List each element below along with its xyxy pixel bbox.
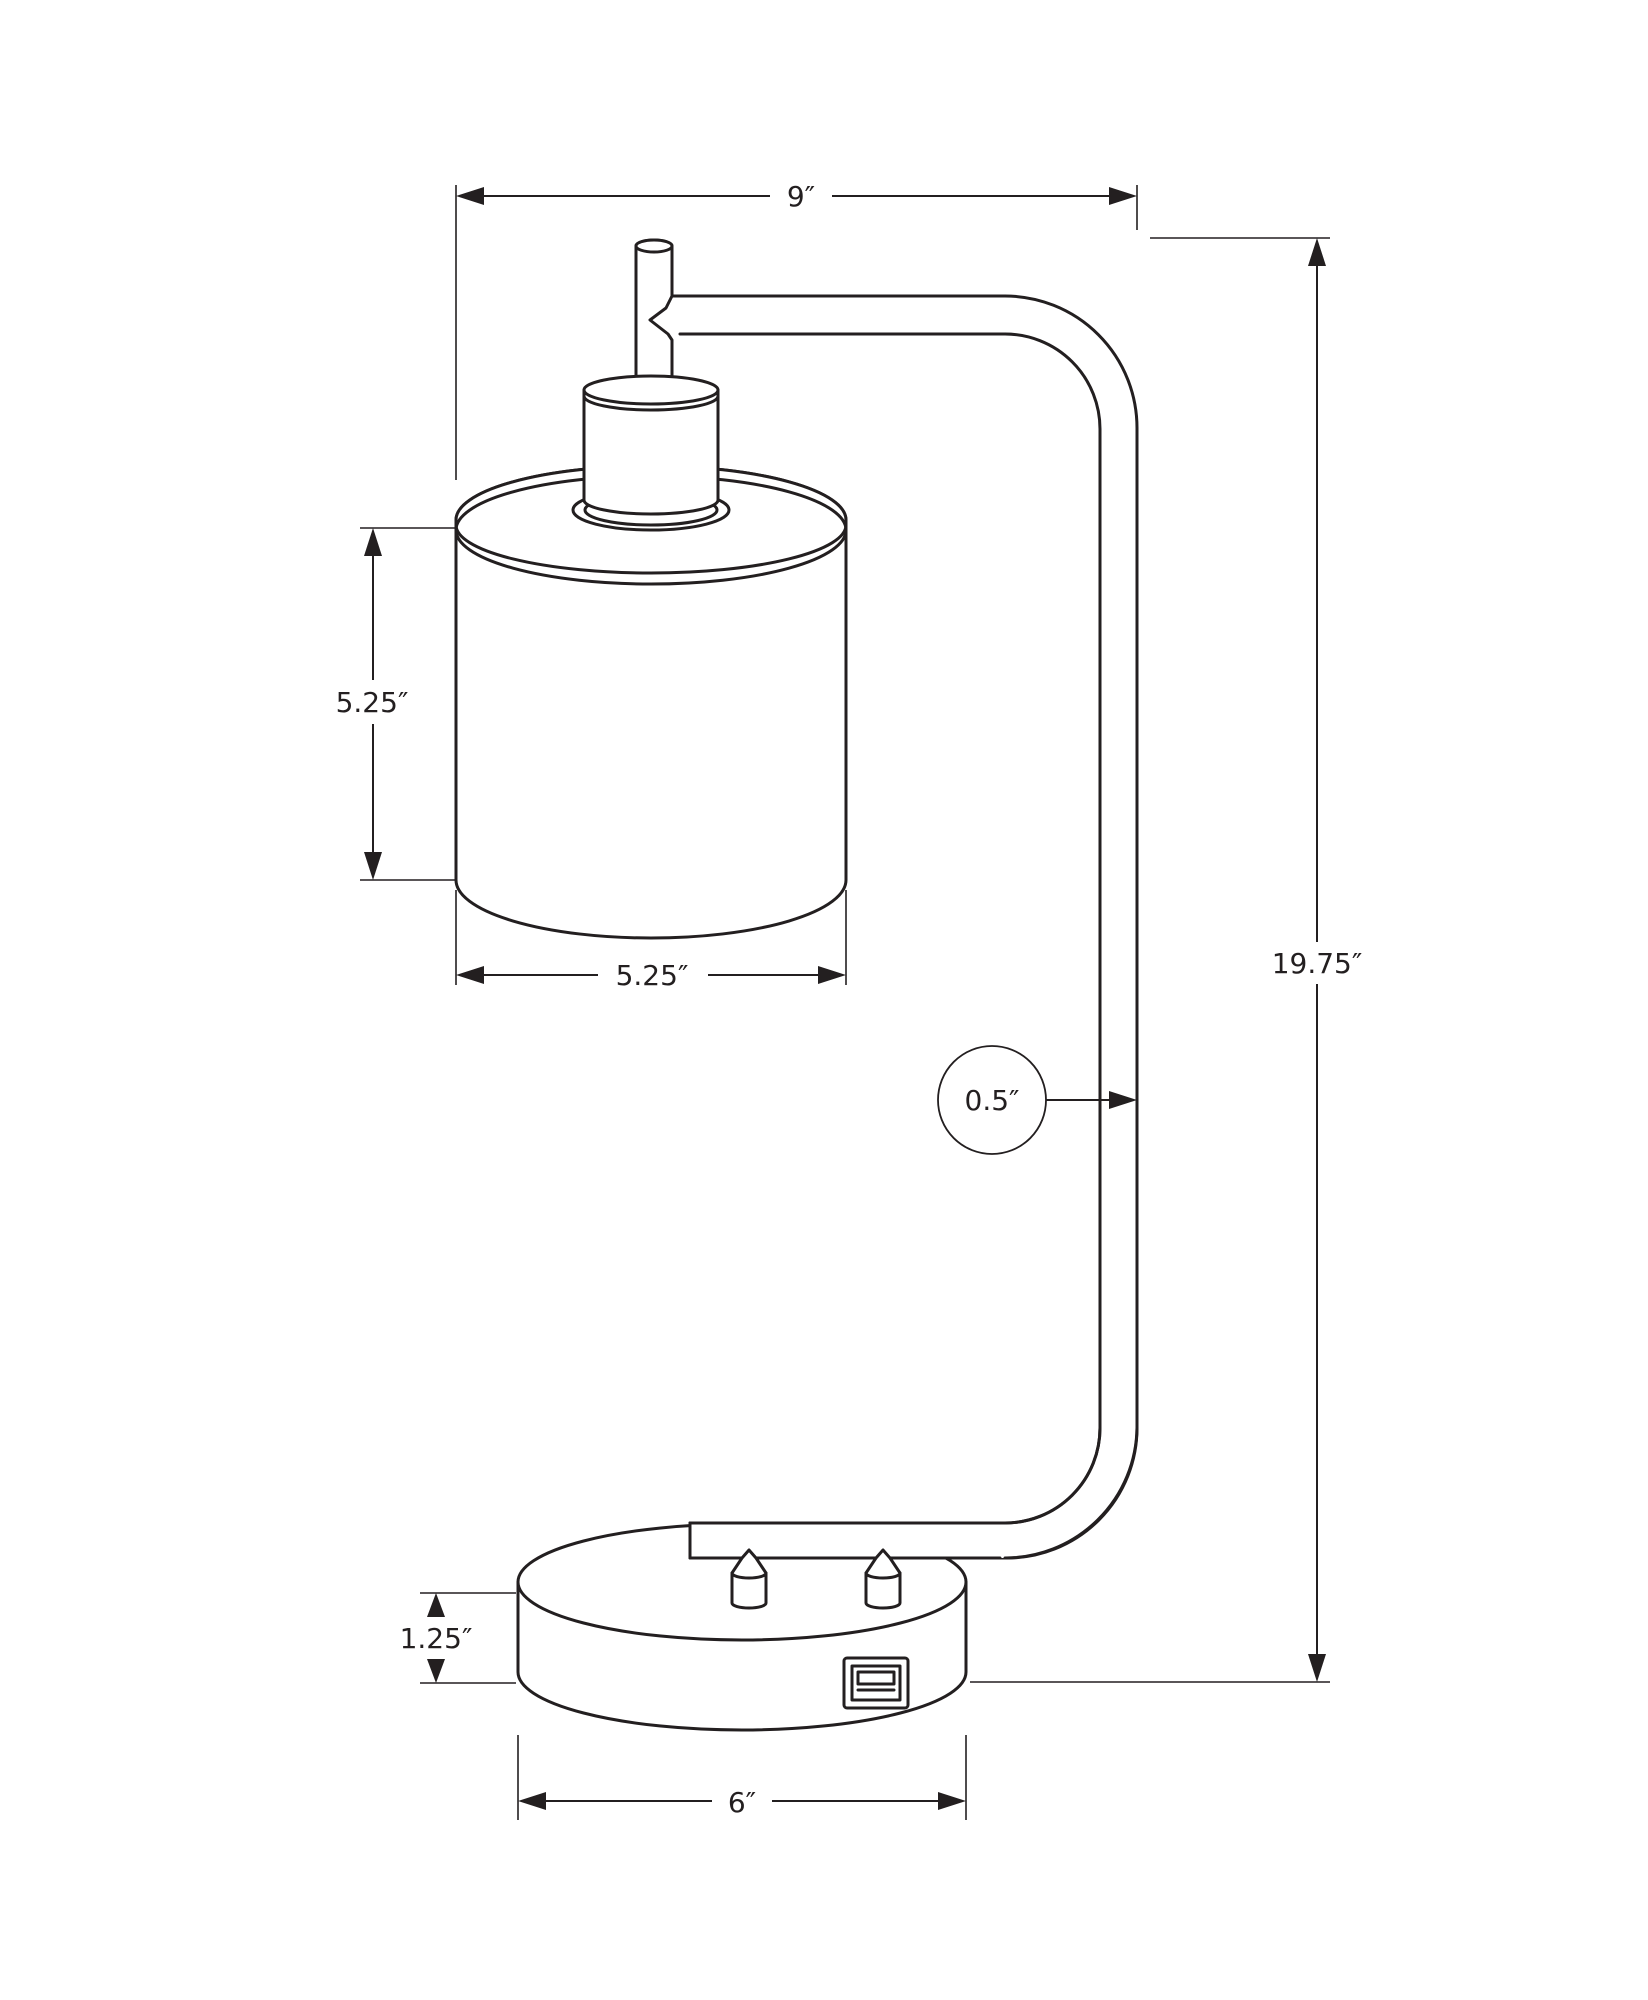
dimension-overall-height: 19.75″ xyxy=(970,237,1374,1683)
base-width-label: 6″ xyxy=(728,1786,756,1819)
dimension-shade-height: 5.25″ xyxy=(322,527,456,881)
lamp-base xyxy=(516,1426,1139,1732)
usb-port-icon xyxy=(842,1656,910,1710)
dimension-overall-width: 9″ xyxy=(455,176,1138,480)
base-height-label: 1.25″ xyxy=(400,1622,473,1655)
lamp-socket xyxy=(571,374,731,532)
dimension-arm-diameter: 0.5″ xyxy=(937,1045,1137,1155)
dimension-base-height: 1.25″ xyxy=(390,1592,516,1684)
lamp-top-rod xyxy=(634,238,674,416)
lamp-shade xyxy=(454,474,848,940)
overall-height-label: 19.75″ xyxy=(1272,947,1363,980)
dimension-shade-width: 5.25″ xyxy=(455,890,847,996)
knob-icon xyxy=(730,1548,768,1610)
shade-width-label: 5.25″ xyxy=(616,959,689,992)
knob-icon xyxy=(864,1548,902,1610)
lamp-illustration xyxy=(454,238,1139,1732)
dimension-base-width: 6″ xyxy=(517,1735,967,1822)
arm-diameter-label: 0.5″ xyxy=(965,1084,1020,1117)
shade-height-label: 5.25″ xyxy=(336,686,409,719)
overall-width-label: 9″ xyxy=(787,180,815,213)
